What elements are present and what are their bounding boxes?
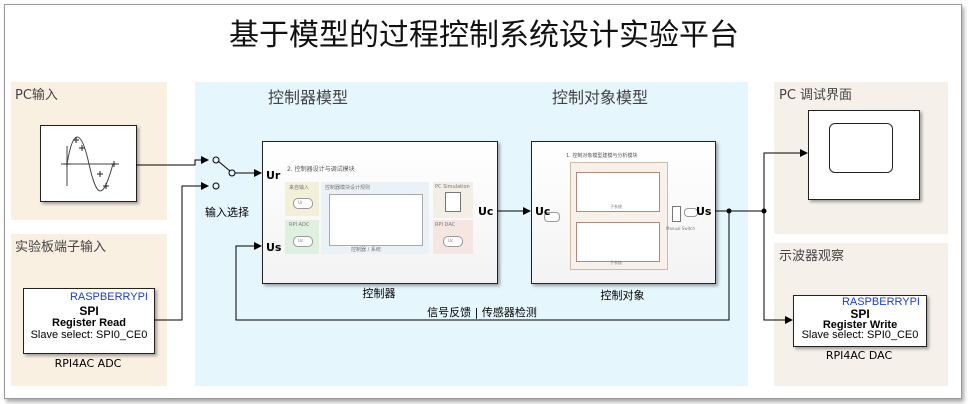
controller-inner-core-caption: 控制器 / 系统 bbox=[351, 247, 381, 253]
rpi-adc-line3: Slave select: SPI0_CE0 bbox=[30, 329, 148, 341]
plant-inner-switch-caption: Manual Switch bbox=[666, 226, 696, 231]
rpi-adc-caption: RPI4AC ADC bbox=[54, 357, 122, 370]
rpi-dac-caption: RPI4AC DAC bbox=[825, 349, 893, 362]
signal-builder-block[interactable] bbox=[40, 125, 137, 202]
rpi-dac-line1: SPI bbox=[850, 307, 870, 321]
controller-inner-pc-group-label: 来自输入 bbox=[289, 185, 310, 191]
controller-inner-port-3 bbox=[443, 236, 463, 247]
plant-model-label: 控制对象模型 bbox=[552, 88, 649, 107]
plant-inner-sub1 bbox=[576, 172, 660, 212]
plant-port-us: Us bbox=[696, 205, 712, 218]
plant-inner-title: 1. 控制对象模型建模与分析模块 bbox=[566, 153, 638, 159]
scope-area-label: 示波器观察 bbox=[779, 249, 845, 264]
wire-to-dac bbox=[763, 211, 793, 324]
controller-inner-title: 2. 控制器设计与调试模块 bbox=[287, 166, 355, 173]
controller-caption: 控制器 bbox=[362, 287, 396, 300]
controller-inner-pc-sim-block bbox=[445, 192, 461, 212]
plant-inner-sub1-label: 子系统 bbox=[610, 204, 622, 209]
signal-plot-icon bbox=[61, 136, 119, 192]
controller-inner-pc-sim-label: PC Simulation bbox=[435, 184, 470, 190]
controller-inner-port-1 bbox=[293, 198, 313, 209]
pc-input-area-label: PC输入 bbox=[15, 88, 58, 103]
rpi-adc-brand: RASPBERRYPI bbox=[69, 291, 148, 303]
controller-inner-adc-group-label: RPI ADC bbox=[289, 222, 310, 228]
wire-feedback bbox=[235, 211, 730, 321]
rpi-dac-block[interactable]: RASPBERRYPI SPI Register Write Slave sel… bbox=[793, 295, 927, 347]
pc-debug-area-label: PC 调试界面 bbox=[779, 88, 853, 103]
controller-inner-port-uc: Uc bbox=[448, 238, 454, 243]
scope-block[interactable] bbox=[808, 110, 920, 200]
junction-dot-2 bbox=[761, 208, 767, 214]
plant-subsystem[interactable]: 1. 控制对象模型建模与分析模块 子系统 子系统 Manual Switch bbox=[531, 141, 716, 284]
scope-screen-icon bbox=[829, 123, 893, 173]
plant-caption: 控制对象 bbox=[600, 289, 645, 302]
switch-contact-bottom bbox=[212, 182, 220, 190]
plant-inner-port-out bbox=[684, 208, 698, 217]
controller-port-ur: Ur bbox=[266, 169, 281, 182]
rpi-adc-line2: Register Read bbox=[52, 317, 126, 329]
switch-lever bbox=[217, 160, 231, 172]
board-input-area-label: 实验板端子输入 bbox=[15, 240, 107, 255]
rpi-dac-line2: Register Write bbox=[822, 319, 898, 331]
controller-inner-core bbox=[329, 194, 423, 246]
switch-contact-top bbox=[212, 156, 220, 164]
controller-inner-port-us: Us bbox=[298, 238, 304, 243]
rpi-adc-line1: SPI bbox=[79, 304, 99, 318]
wire-to-scope bbox=[763, 149, 808, 211]
plant-inner-sub2 bbox=[576, 222, 660, 262]
controller-inner-port-2 bbox=[293, 236, 313, 247]
plant-inner-sub2-label: 子系统 bbox=[610, 260, 622, 265]
switch-caption: 输入选择 bbox=[205, 206, 249, 219]
wire-adc-to-switch bbox=[154, 182, 209, 321]
controller-port-us: Us bbox=[266, 241, 282, 254]
controller-inner-dac-label: RPI DAC bbox=[435, 222, 456, 228]
controller-inner-port-ur: Ur bbox=[298, 200, 303, 205]
controller-subsystem[interactable]: 2. 控制器设计与调试模块 来自输入 RPI ADC 控制器模块设计规则 控制器… bbox=[262, 141, 498, 284]
plant-inner-port-in bbox=[544, 212, 560, 222]
wire-pc-to-switch bbox=[136, 156, 209, 166]
controller-port-uc: Uc bbox=[478, 205, 494, 218]
rpi-adc-block[interactable]: RASPBERRYPI SPI Register Read Slave sele… bbox=[23, 288, 155, 354]
diagram-title: 基于模型的过程控制系统设计实验平台 bbox=[229, 18, 739, 53]
junction-dot-1 bbox=[726, 208, 732, 214]
rpi-dac-brand: RASPBERRYPI bbox=[841, 296, 920, 308]
controller-inner-design-label: 控制器模块设计规则 bbox=[325, 185, 371, 191]
feedback-label: 信号反馈 | 传感器检测 bbox=[427, 306, 537, 319]
rpi-dac-line3: Slave select: SPI0_CE0 bbox=[801, 329, 919, 341]
plant-inner-switch bbox=[672, 206, 681, 222]
controller-model-label: 控制器模型 bbox=[268, 88, 349, 107]
plant-port-uc: Uc bbox=[535, 205, 551, 218]
